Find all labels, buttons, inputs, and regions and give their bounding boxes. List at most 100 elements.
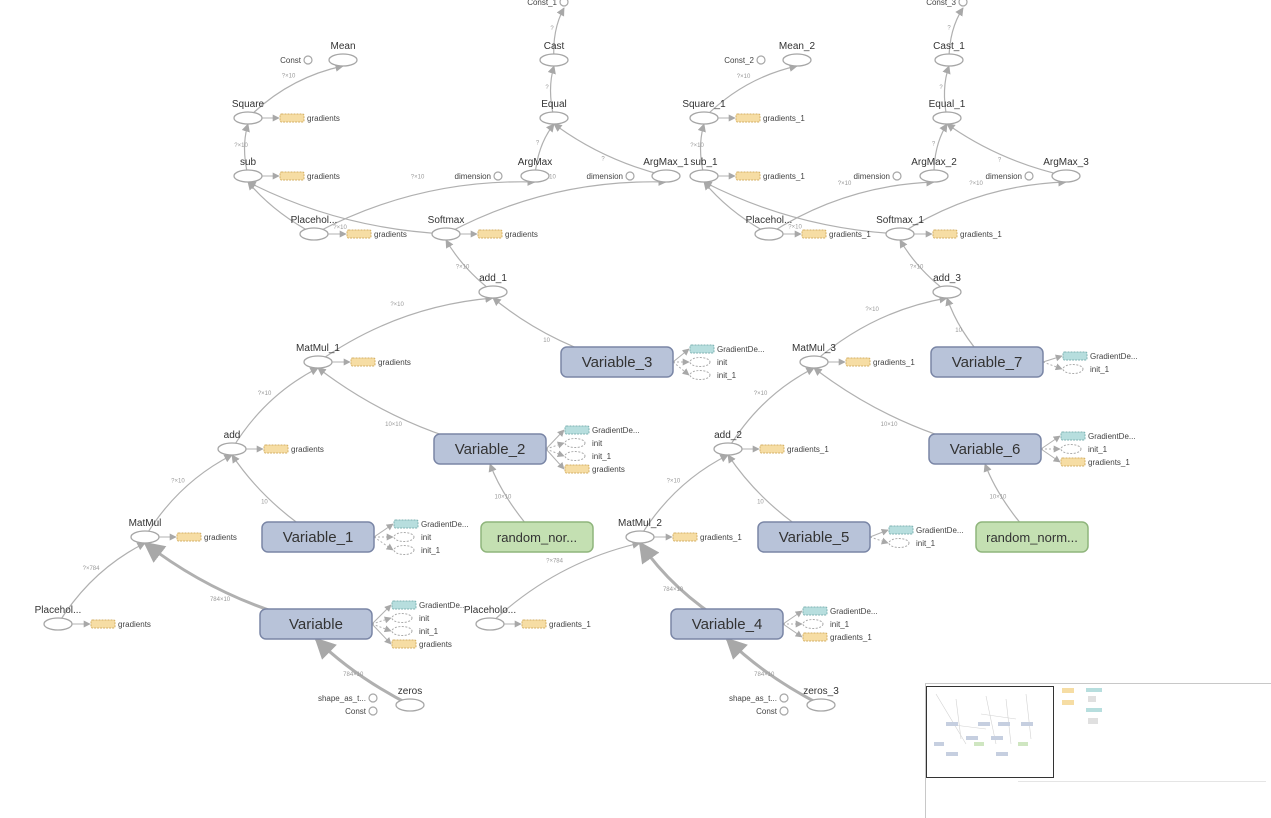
node-mean[interactable]: Mean [328, 41, 358, 67]
node-zeros[interactable]: zeros [395, 686, 425, 712]
edge-sub_1-to-square_1 [697, 123, 706, 177]
node-softmax[interactable]: Softmax [428, 215, 465, 241]
node-placeholder_1[interactable]: Placehol... [291, 215, 338, 241]
aux-v7_init1[interactable]: init_1 [1062, 364, 1110, 375]
aux-v3_init[interactable]: init [689, 357, 728, 368]
node-argmax_2[interactable]: ArgMax_2 [911, 157, 957, 183]
node-variable_7[interactable]: Variable_7 [930, 346, 1044, 378]
aux-g_add2[interactable]: gradients_1 [759, 444, 829, 454]
aux-v6_init1[interactable]: init_1 [1060, 444, 1108, 455]
node-const_z2[interactable]: Const [756, 706, 789, 716]
node-zeros_3[interactable]: zeros_3 [803, 686, 839, 712]
aux-v4_init1[interactable]: init_1 [802, 619, 850, 630]
node-variable_2[interactable]: Variable_2 [433, 433, 547, 465]
aux-v4_gd[interactable]: GradientDe... [802, 606, 878, 616]
gradients-icon [932, 229, 958, 239]
node-const_1[interactable]: Const_1 [527, 0, 569, 7]
node-square[interactable]: Square [232, 99, 265, 125]
node-variable_5[interactable]: Variable_5 [757, 521, 871, 553]
node-add_2[interactable]: add_2 [713, 430, 743, 456]
node-placeholder_3[interactable]: Placehol... [746, 215, 793, 241]
aux-v4_grad[interactable]: gradients_1 [802, 632, 872, 642]
aux-v3_gd[interactable]: GradientDe... [689, 344, 765, 354]
node-dim_b[interactable]: dimension [587, 171, 635, 181]
variable-node-box [259, 608, 373, 640]
node-shape_as_t_2[interactable]: shape_as_t... [729, 693, 789, 703]
node-matmul_3[interactable]: MatMul_3 [792, 343, 836, 369]
aux-g_add[interactable]: gradients [263, 444, 324, 454]
aux-g_ph3[interactable]: gradients_1 [801, 229, 871, 239]
aux-g_sub_1[interactable]: gradients_1 [735, 171, 805, 181]
node-const_z[interactable]: Const [345, 706, 378, 716]
node-dim_d[interactable]: dimension [986, 171, 1034, 181]
aux-g_sub[interactable]: gradients [279, 171, 340, 181]
aux-v2_init[interactable]: init [564, 438, 603, 449]
node-matmul_1[interactable]: MatMul_1 [296, 343, 340, 369]
aux-v0_grad[interactable]: gradients [391, 639, 452, 649]
minimap[interactable] [925, 683, 1271, 818]
aux-g_ph[interactable]: gradients [90, 619, 151, 629]
aux-v6_grad[interactable]: gradients_1 [1060, 457, 1130, 467]
aux-v0_init1[interactable]: init_1 [391, 626, 439, 637]
node-variable_6[interactable]: Variable_6 [928, 433, 1042, 465]
aux-g_matmul[interactable]: gradients [176, 532, 237, 542]
aux-v2_init1[interactable]: init_1 [564, 451, 612, 462]
node-const_3[interactable]: Const_3 [926, 0, 968, 7]
aux-g_softmax[interactable]: gradients [477, 229, 538, 239]
node-dim_a[interactable]: dimension [455, 171, 503, 181]
node-shape_as_t[interactable]: shape_as_t... [318, 693, 378, 703]
aux-v2_gd[interactable]: GradientDe... [564, 425, 640, 435]
node-const_2[interactable]: Const_2 [724, 55, 766, 65]
node-placeholder[interactable]: Placehol... [35, 605, 82, 631]
node-softmax_1[interactable]: Softmax_1 [876, 215, 924, 241]
aux-v1_gd[interactable]: GradientDe... [393, 519, 469, 529]
node-add_1[interactable]: add_1 [478, 273, 508, 299]
aux-v3_init1[interactable]: init_1 [689, 370, 737, 381]
aux-v1_init1[interactable]: init_1 [393, 545, 441, 556]
node-sub[interactable]: sub [233, 157, 263, 183]
aux-v5_gd[interactable]: GradientDe... [888, 525, 964, 535]
aux-g_matmul1[interactable]: gradients [350, 357, 411, 367]
minimap-viewport[interactable] [926, 686, 1054, 778]
node-equal_1[interactable]: Equal_1 [929, 99, 966, 125]
node-add[interactable]: add [217, 430, 247, 456]
gradient-descent-icon [1060, 431, 1086, 441]
node-matmul[interactable]: MatMul [129, 518, 162, 544]
aux-g_square[interactable]: gradients [279, 113, 340, 123]
aux-v2_grad[interactable]: gradients [564, 464, 625, 474]
aux-v0_init[interactable]: init [391, 613, 430, 624]
aux-g_ph2[interactable]: gradients_1 [521, 619, 591, 629]
node-mean_2[interactable]: Mean_2 [779, 41, 816, 67]
node-variable_1[interactable]: Variable_1 [261, 521, 375, 553]
aux-v7_gd[interactable]: GradientDe... [1062, 351, 1138, 361]
aux-g_ph1[interactable]: gradients [346, 229, 407, 239]
aux-v1_init[interactable]: init [393, 532, 432, 543]
node-argmax_3[interactable]: ArgMax_3 [1043, 157, 1089, 183]
node-variable_3[interactable]: Variable_3 [560, 346, 674, 378]
node-argmax_1[interactable]: ArgMax_1 [643, 157, 689, 183]
aux-g_matmul3[interactable]: gradients_1 [845, 357, 915, 367]
node-add_3[interactable]: add_3 [932, 273, 962, 299]
node-argmax[interactable]: ArgMax [518, 157, 552, 183]
node-random_nor[interactable]: random_nor... [480, 521, 594, 553]
node-random_norm[interactable]: random_norm... [975, 521, 1089, 553]
aux-v5_init1[interactable]: init_1 [888, 538, 936, 549]
node-cast_1[interactable]: Cast_1 [933, 41, 965, 67]
node-label: dimension [587, 172, 623, 181]
node-matmul_2[interactable]: MatMul_2 [618, 518, 662, 544]
node-const[interactable]: Const [280, 55, 313, 65]
node-sub_1[interactable]: sub_1 [689, 157, 719, 183]
aux-g_matmul2[interactable]: gradients_1 [672, 532, 742, 542]
node-variable[interactable]: Variable [259, 608, 373, 640]
node-cast[interactable]: Cast [539, 41, 569, 67]
aux-g_square_1[interactable]: gradients_1 [735, 113, 805, 123]
node-placeholder_2[interactable]: Placeholo... [464, 605, 516, 631]
node-variable_4[interactable]: Variable_4 [670, 608, 784, 640]
node-square_1[interactable]: Square_1 [682, 99, 726, 125]
aux-v0_gd[interactable]: GradientDe... [391, 600, 467, 610]
node-equal[interactable]: Equal [539, 99, 569, 125]
aux-v6_gd[interactable]: GradientDe... [1060, 431, 1136, 441]
node-dim_c[interactable]: dimension [854, 171, 902, 181]
aux-g_softmax_1[interactable]: gradients_1 [932, 229, 1002, 239]
